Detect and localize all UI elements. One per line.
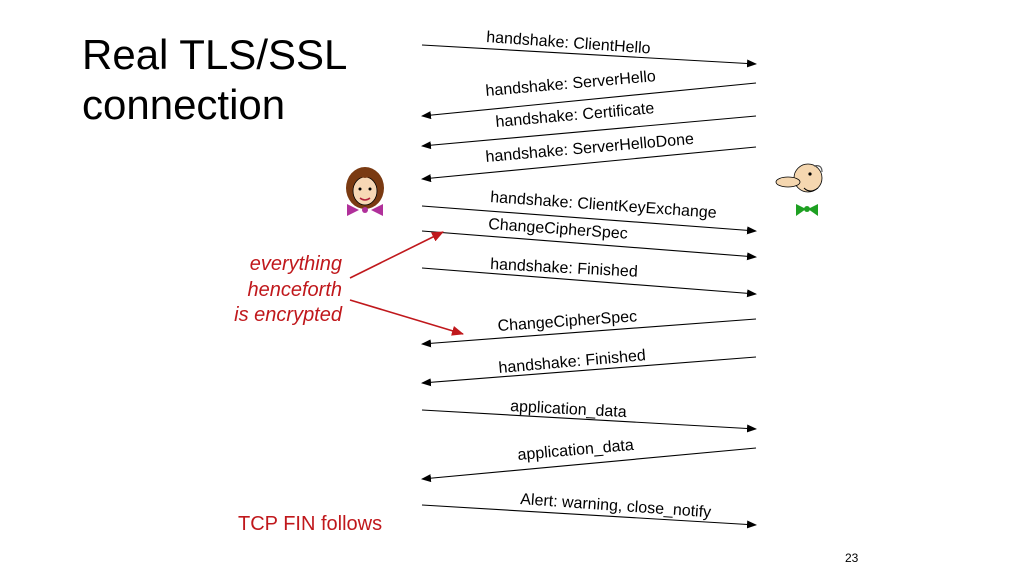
- message-arrow: [421, 44, 757, 68]
- message-arrow: [421, 205, 757, 235]
- slide-title: Real TLS/SSL connection: [82, 30, 347, 130]
- message-label: handshake: Certificate: [495, 100, 655, 131]
- note-pointer-arrow-lower: [349, 299, 464, 336]
- message-arrow: [421, 409, 757, 433]
- message-arrow: [421, 115, 757, 150]
- message-arrow: [421, 82, 757, 120]
- message-label: handshake: Finished: [490, 256, 638, 281]
- message-label: application_data: [510, 398, 627, 421]
- message-arrow: [421, 318, 757, 348]
- message-arrow: [421, 146, 757, 183]
- message-arrow: [421, 504, 757, 529]
- message-label: handshake: ClientKeyExchange: [490, 189, 718, 222]
- message-arrow: [421, 447, 757, 483]
- tcp-fin-note: TCP FIN follows: [238, 513, 383, 535]
- note-line-1: everything: [249, 253, 342, 275]
- message-arrow: [421, 267, 757, 298]
- server-icon: [775, 163, 823, 216]
- message-label: handshake: ServerHelloDone: [485, 131, 695, 166]
- message-arrow: [421, 230, 757, 261]
- message-label: ChangeCipherSpec: [497, 308, 638, 335]
- message-label: handshake: Finished: [498, 347, 647, 377]
- note-line-3: is encrypted: [234, 304, 342, 326]
- encryption-note: everything henceforth is encrypted: [200, 252, 342, 329]
- title-line-1: Real TLS/SSL: [82, 31, 348, 78]
- title-line-2: connection: [82, 81, 286, 128]
- note-pointer-arrow-upper: [349, 231, 444, 279]
- client-icon: [346, 167, 384, 216]
- note-line-2: henceforth: [247, 278, 342, 301]
- message-label: application_data: [517, 437, 635, 464]
- slide-number: 23: [845, 551, 859, 565]
- message-arrow: [421, 356, 757, 387]
